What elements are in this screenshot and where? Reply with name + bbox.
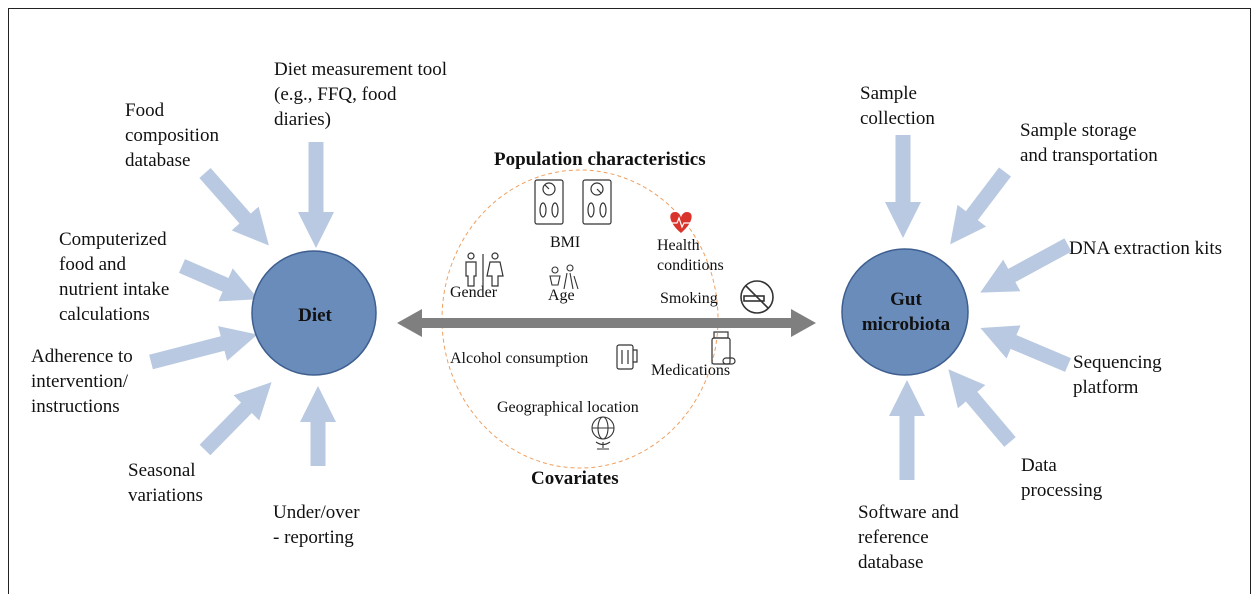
gut-microbiota-label: Gut microbiota [861, 289, 951, 335]
arrow-dna [980, 238, 1072, 293]
beer-icon [616, 344, 638, 370]
population-characteristics-title: Population characteristics [494, 149, 706, 170]
age-label: Age [548, 287, 575, 304]
globe-icon [591, 416, 615, 450]
scale-icon [534, 179, 612, 225]
arrow-sequencing [980, 325, 1071, 372]
age-icon [549, 264, 579, 290]
arrow-sample-storage [950, 167, 1011, 245]
sample-storage-label: Sample storage and transportation [1020, 120, 1158, 166]
computerized-label: Computerized food and nutrient intake ca… [59, 229, 170, 325]
seasonal-label: Seasonal variations [128, 460, 203, 506]
gut-node [841, 248, 969, 376]
food-composition-label: Food composition database [125, 100, 219, 171]
health-conditions-label: Health conditions [657, 237, 724, 274]
gender-icon [465, 252, 504, 287]
alcohol-label: Alcohol consumption [450, 350, 589, 367]
microbiota-arrows [884, 135, 1072, 480]
data-processing-label: Data processing [1021, 455, 1103, 501]
double-arrow [397, 309, 816, 337]
software-label: Software and reference database [858, 502, 959, 573]
sequencing-label: Sequencing platform [1073, 352, 1162, 398]
covariates-title: Covariates [531, 468, 619, 489]
dna-extraction-label: DNA extraction kits [1069, 238, 1223, 259]
reporting-label: Under/over - reporting [273, 502, 360, 548]
arrow-computerized [179, 259, 259, 302]
gender-label: Gender [450, 284, 498, 301]
diet-label: Diet [298, 305, 332, 326]
diet-arrows [149, 142, 337, 466]
arrow-data-processing [948, 369, 1016, 447]
smoking-label: Smoking [660, 290, 718, 307]
geographical-location-label: Geographical location [497, 399, 639, 416]
heart-pulse-icon [672, 216, 690, 229]
diet-node [251, 250, 377, 376]
medications-label: Medications [651, 362, 731, 379]
adherence-label: Adherence to intervention/ instructions [31, 346, 133, 417]
pill-bottle-icon [711, 331, 736, 365]
bmi-label: BMI [550, 234, 581, 251]
sample-collection-label: Sample collection [860, 83, 935, 129]
measurement-tool-label: Diet measurement tool (e.g., FFQ, food d… [274, 59, 448, 130]
arrow-seasonal [199, 382, 272, 456]
arrow-adherence [149, 326, 258, 370]
diagram-frame [8, 8, 1251, 594]
arrow-food-composition [199, 168, 269, 246]
no-smoking-icon [740, 280, 774, 314]
